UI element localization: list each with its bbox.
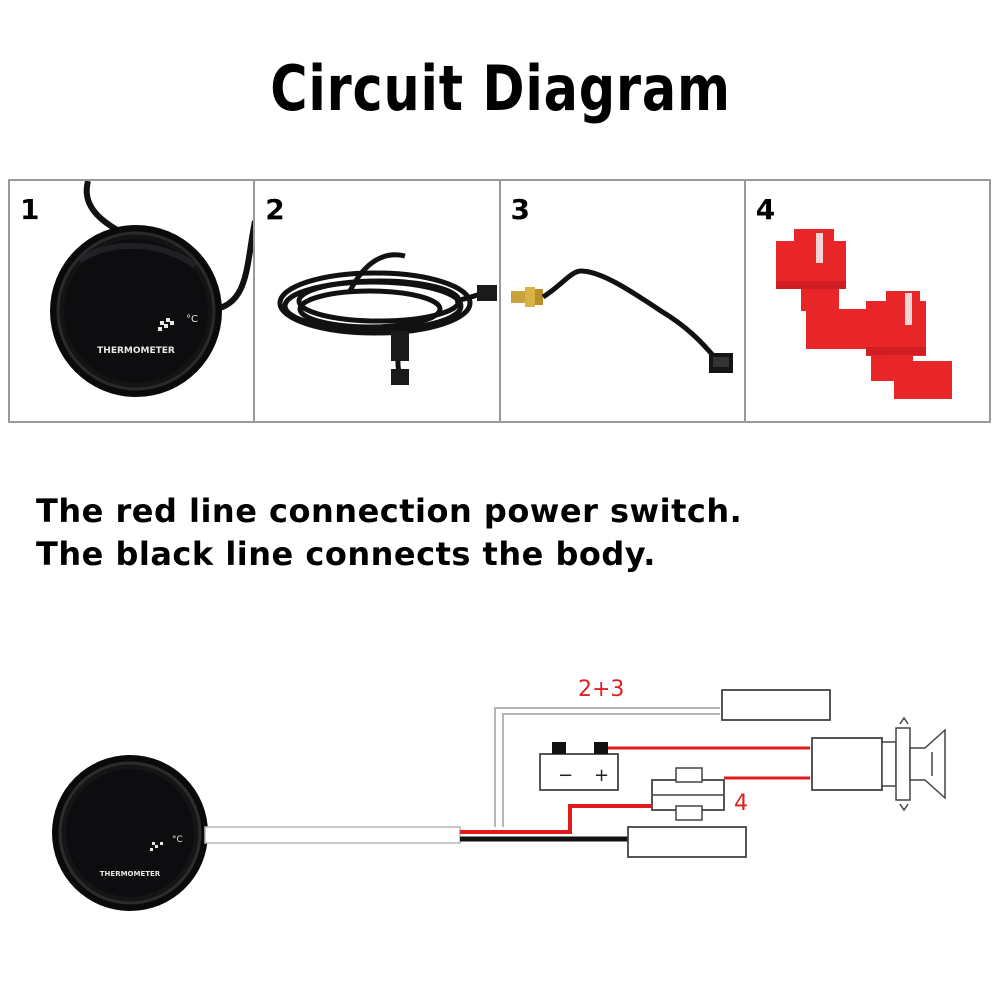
label-sensor-harness: 2+3 <box>578 677 624 702</box>
diagram-unit: °C <box>172 835 183 845</box>
splice-connector <box>651 767 725 821</box>
main-cable <box>204 826 461 844</box>
ignition-switch <box>811 716 946 812</box>
battery: − + <box>539 742 619 791</box>
instruction-red-line: The red line connection power switch. <box>36 492 743 530</box>
instruction-black-line: The black line connects the body. <box>36 535 656 573</box>
diagram-thermometer: °C THERMOMETER <box>52 755 208 911</box>
panel-number: 2 <box>265 193 285 226</box>
ground-connector <box>627 826 747 858</box>
splice-connectors-image <box>775 229 952 399</box>
diagram-device-label: THERMOMETER <box>100 870 161 878</box>
sensor-connector <box>721 689 831 721</box>
panel-extension-cable: 2 <box>255 181 501 421</box>
panel-number: 3 <box>510 193 530 226</box>
panel1-device-label: THERMOMETER <box>97 346 175 356</box>
red-power-wire <box>460 804 652 834</box>
extension-cable-image <box>277 252 498 385</box>
wiring-diagram: °C THERMOMETER 2+3 − + 4 <box>52 677 946 911</box>
panel1-unit: °C <box>186 314 198 325</box>
temperature-sensor-image <box>510 268 733 373</box>
thermometer-image: °C THERMOMETER <box>50 181 254 397</box>
panel-splice-connectors: 4 <box>745 181 989 421</box>
battery-minus: − <box>558 765 573 786</box>
battery-plus: + <box>594 765 609 786</box>
panel-thermometer: °C THERMOMETER 1 <box>10 181 256 421</box>
panel-number: 4 <box>755 193 776 226</box>
parts-grid: °C THERMOMETER 1 2 <box>8 179 991 423</box>
label-splice: 4 <box>734 791 748 816</box>
panel-number: 1 <box>20 193 40 226</box>
page-title: Circuit Diagram <box>270 52 731 125</box>
panel-temperature-sensor: 3 <box>500 181 746 421</box>
sensor-harness-wire <box>494 707 720 827</box>
